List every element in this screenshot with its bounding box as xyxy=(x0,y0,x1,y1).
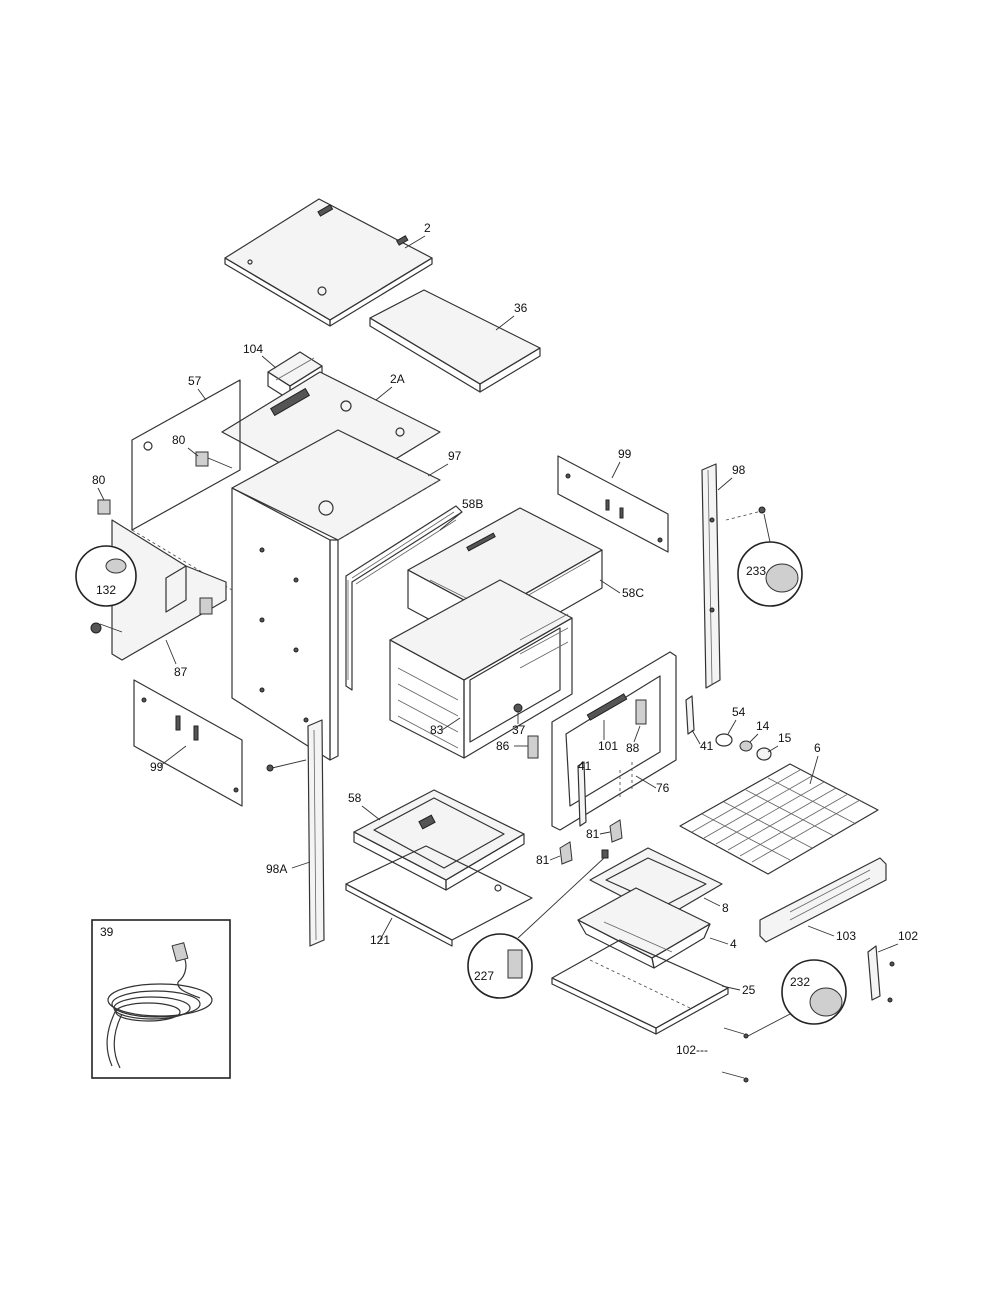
part-36-inner-top[interactable] xyxy=(369,289,541,393)
label-2: 2 xyxy=(424,221,431,235)
part-102-bracket-right[interactable] xyxy=(867,945,895,1003)
label-99-upper: 99 xyxy=(618,447,632,461)
part-102-screws-lower[interactable] xyxy=(721,1027,749,1083)
label-81-left: 81 xyxy=(536,853,550,867)
label-4: 4 xyxy=(730,937,737,951)
label-80-lower: 80 xyxy=(92,473,106,487)
label-98A: 98A xyxy=(266,862,287,876)
label-41-right: 41 xyxy=(700,739,714,753)
label-37: 37 xyxy=(512,723,526,737)
label-8: 8 xyxy=(722,901,729,915)
label-132: 132 xyxy=(96,583,116,597)
label-86: 86 xyxy=(496,739,510,753)
part-99-upper-right-panel[interactable] xyxy=(557,455,669,553)
label-14: 14 xyxy=(756,719,770,733)
part-58-lower-frame[interactable] xyxy=(353,789,525,891)
label-6: 6 xyxy=(814,741,821,755)
part-15-knob[interactable] xyxy=(756,747,772,761)
part-97-cabinet-body[interactable] xyxy=(231,429,441,761)
label-25: 25 xyxy=(742,983,756,997)
part-99-lower-left-panel[interactable] xyxy=(133,679,243,807)
label-57: 57 xyxy=(188,374,202,388)
inset-39-power-cord[interactable] xyxy=(91,919,231,1079)
label-58C: 58C xyxy=(622,586,644,600)
part-54-bezel[interactable] xyxy=(715,733,733,747)
label-15: 15 xyxy=(778,731,792,745)
part-98-vertical-trim[interactable] xyxy=(701,463,767,689)
callout-233-knob[interactable] xyxy=(737,506,803,607)
part-41-strip-right[interactable] xyxy=(685,695,695,735)
part-101-vent[interactable] xyxy=(586,693,628,721)
part-4-broiler-pan[interactable] xyxy=(577,887,711,969)
label-233: 233 xyxy=(746,564,766,578)
label-2A: 2A xyxy=(390,372,405,386)
label-58B: 58B xyxy=(462,497,483,511)
label-99-lower: 99 xyxy=(150,760,164,774)
part-98A-vertical-trim[interactable] xyxy=(266,719,325,947)
part-14-spring[interactable] xyxy=(739,740,753,752)
part-25-drawer[interactable] xyxy=(551,939,729,1035)
label-104: 104 xyxy=(243,342,263,356)
label-80-upper: 80 xyxy=(172,433,186,447)
label-81-right: 81 xyxy=(586,827,600,841)
label-98: 98 xyxy=(732,463,746,477)
part-81-clip-left[interactable] xyxy=(559,841,573,865)
part-88-latch[interactable] xyxy=(635,699,647,725)
part-58B-frame[interactable] xyxy=(345,505,463,691)
label-102-right: 102 xyxy=(898,929,918,943)
label-41-left: 41 xyxy=(578,759,592,773)
part-37-screw[interactable] xyxy=(513,703,523,713)
part-41-strip-left[interactable] xyxy=(577,761,587,827)
label-39: 39 xyxy=(100,925,114,939)
label-102-lower: 102--- xyxy=(676,1043,708,1057)
callout-232-foot[interactable] xyxy=(747,959,847,1037)
part-86-hinge[interactable] xyxy=(527,735,539,759)
label-101: 101 xyxy=(598,739,618,753)
part-121-bottom-panel[interactable] xyxy=(345,845,533,947)
part-87-bracket[interactable] xyxy=(99,519,227,661)
label-227: 227 xyxy=(474,969,494,983)
label-88: 88 xyxy=(626,741,640,755)
part-76-front-frame[interactable] xyxy=(551,651,677,831)
part-103-kick-panel[interactable] xyxy=(759,857,887,943)
label-87: 87 xyxy=(174,665,188,679)
label-232: 232 xyxy=(790,975,810,989)
label-83: 83 xyxy=(430,723,444,737)
callout-227-clip[interactable] xyxy=(467,849,609,999)
label-58: 58 xyxy=(348,791,362,805)
part-2-top-panel[interactable] xyxy=(224,198,433,327)
label-103: 103 xyxy=(836,929,856,943)
part-80-clip-lower[interactable] xyxy=(97,499,111,515)
part-6-oven-rack[interactable] xyxy=(679,763,879,875)
label-36: 36 xyxy=(514,301,528,315)
label-54: 54 xyxy=(732,705,746,719)
part-81-clip-right[interactable] xyxy=(609,819,623,843)
label-76: 76 xyxy=(656,781,670,795)
callout-132-motor[interactable] xyxy=(75,545,137,634)
part-80-clip-upper[interactable] xyxy=(195,451,233,469)
label-97: 97 xyxy=(448,449,462,463)
part-58C-shroud[interactable] xyxy=(407,507,603,653)
part-83-oven-liner[interactable] xyxy=(389,579,573,759)
